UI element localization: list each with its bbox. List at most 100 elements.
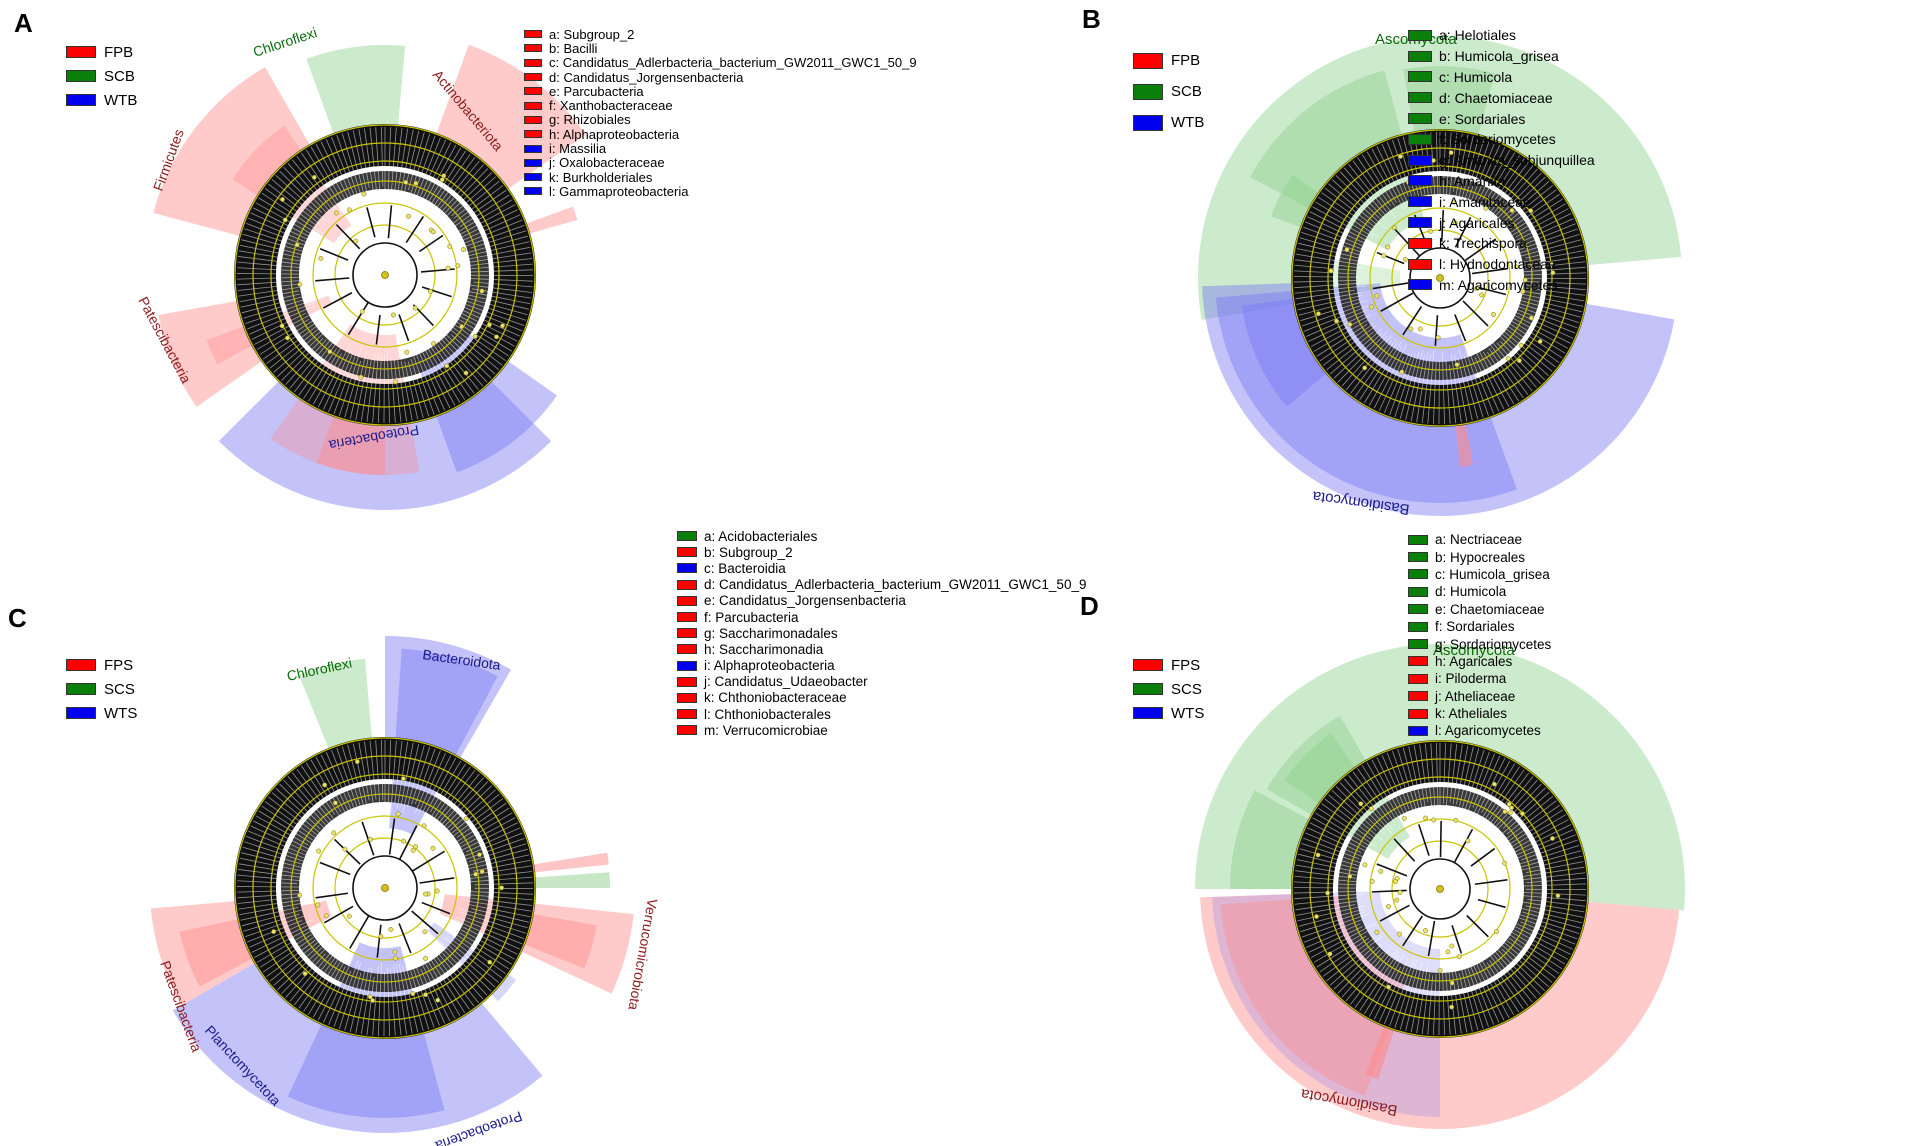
legend-swatch <box>1133 114 1163 131</box>
tree-node <box>359 309 365 315</box>
clade-highlight <box>1220 895 1406 1096</box>
taxa-legend-item: e: Chaetomiaceae <box>1408 601 1551 618</box>
legend-swatch <box>1408 113 1432 125</box>
clade-highlight <box>218 381 552 511</box>
tree-node <box>1394 897 1400 903</box>
tree-node <box>1507 810 1513 816</box>
group-label: FPB <box>1171 52 1201 69</box>
taxon-label: f: Sordariales <box>1435 619 1515 635</box>
tree-node <box>1368 304 1374 310</box>
clade-highlight <box>1202 283 1675 516</box>
legend-swatch <box>524 115 542 124</box>
legend-swatch <box>1133 52 1163 69</box>
legend-swatch <box>524 144 542 153</box>
legend-swatch <box>1408 217 1432 229</box>
legend-swatch <box>677 579 697 590</box>
rank-circle <box>1391 229 1489 327</box>
legend-swatch <box>677 563 697 574</box>
tree-node <box>1396 931 1402 937</box>
tree-node <box>1502 809 1508 815</box>
legend-swatch <box>1408 71 1432 83</box>
legend-swatch <box>66 707 96 719</box>
tree-node <box>1550 270 1556 276</box>
tree-node <box>1437 968 1443 974</box>
tree-node <box>361 191 367 197</box>
taxa-legend-item: f: Sordariales <box>1408 618 1551 635</box>
taxon-label: b: Bacilli <box>549 40 598 56</box>
panel-b: B FPB SCB WTB Ascomycota Basidiomycota a… <box>955 0 1910 573</box>
taxon-label: l: Gammaproteobacteria <box>549 183 689 199</box>
legend-swatch <box>1133 683 1163 695</box>
tree-node <box>423 992 428 998</box>
legend-swatch <box>1408 175 1432 187</box>
clade-highlight <box>514 912 597 969</box>
tree-node <box>297 892 303 898</box>
tree-node <box>353 238 359 244</box>
panel-letter: C <box>8 603 27 633</box>
tree-node <box>1528 315 1534 321</box>
rank-circle <box>1369 207 1511 349</box>
clade-highlight <box>385 636 511 759</box>
taxa-legend-item: h: Alphaproteobacteria <box>524 127 917 142</box>
tree-node <box>463 370 469 376</box>
legend-swatch <box>66 659 96 671</box>
rank-circle <box>290 180 480 370</box>
taxa-legend: a: Acidobacteriales b: Subgroup_2 c: Bac… <box>677 528 1086 738</box>
tree-node <box>444 363 450 369</box>
tree-node <box>1537 339 1543 344</box>
taxa-legend: a: Subgroup_2 b: Bacilli c: Candidatus_A… <box>524 27 917 199</box>
taxa-legend-item: b: Bacilli <box>524 40 917 56</box>
taxa-legend-item: l: Hydnodontaceae <box>1408 254 1595 275</box>
taxa-legend-item: g: Amanita_subjunquillea <box>1408 150 1595 171</box>
taxa-legend-item: i: Massilia <box>524 141 917 156</box>
panel-d: D FPS SCS WTS Ascomycota Basidiomycota a… <box>955 532 1910 1146</box>
legend-swatch <box>1408 691 1428 702</box>
panel-a: A FPB SCB WTB Chloroflexi Actinobacterio… <box>0 0 955 573</box>
taxa-legend-item: b: Hypocreales <box>1408 548 1551 565</box>
taxon-label: g: Saccharimonadales <box>704 625 838 641</box>
branch-lines <box>1294 743 1587 1035</box>
tree-node <box>1385 904 1391 909</box>
taxa-legend-item: f: Xanthobacteraceae <box>524 98 917 113</box>
tree-node <box>401 838 406 844</box>
taxon-label: h: Saccharimonadia <box>704 641 824 657</box>
clade-label-chloroflexi: Chloroflexi <box>251 24 319 60</box>
tree-node <box>445 265 451 271</box>
group-legend-item: SCS <box>66 677 137 701</box>
tree-node <box>282 217 288 223</box>
group-legend-item: SCB <box>1133 76 1204 107</box>
tree-node <box>1423 928 1428 933</box>
tree-node <box>1506 801 1512 807</box>
root-node <box>1436 885 1444 893</box>
inner-branches <box>1372 210 1508 346</box>
tree-node <box>423 891 429 897</box>
tree-node <box>439 177 445 183</box>
taxon-label: d: Humicola <box>1435 584 1507 600</box>
taxa-legend-item: j: Oxalobacteraceae <box>524 155 917 170</box>
tree-node <box>327 349 333 355</box>
taxa-legend-item: a: Acidobacteriales <box>677 528 1086 544</box>
rank-circle <box>234 124 536 426</box>
rank-circle <box>334 224 436 326</box>
legend-swatch <box>1408 258 1432 270</box>
tree-node <box>447 243 453 249</box>
rank-circle <box>312 815 458 961</box>
tree-node <box>311 174 317 180</box>
tree-node <box>395 811 401 817</box>
tree-node <box>1402 256 1408 262</box>
tree-node <box>423 955 428 961</box>
tree-node <box>1398 153 1403 159</box>
taxa-legend-item: i: Piloderma <box>1408 670 1551 687</box>
tree-node <box>472 333 478 339</box>
clade-highlight <box>533 852 609 873</box>
rank-circle <box>334 837 436 939</box>
taxa-legend-item: i: Amanitaceae <box>1408 191 1595 212</box>
taxa-legend: a: Helotiales b: Humicola_grisea c: Humi… <box>1408 25 1595 295</box>
taxa-legend-item: k: Burkholderiales <box>524 170 917 185</box>
taxon-label: l: Chthoniobacterales <box>704 706 831 722</box>
group-label: SCS <box>104 680 135 698</box>
tree-node <box>412 305 418 311</box>
tree-node <box>342 846 348 852</box>
taxon-label: e: Sordariales <box>1439 110 1526 127</box>
tree-node <box>1423 815 1428 821</box>
